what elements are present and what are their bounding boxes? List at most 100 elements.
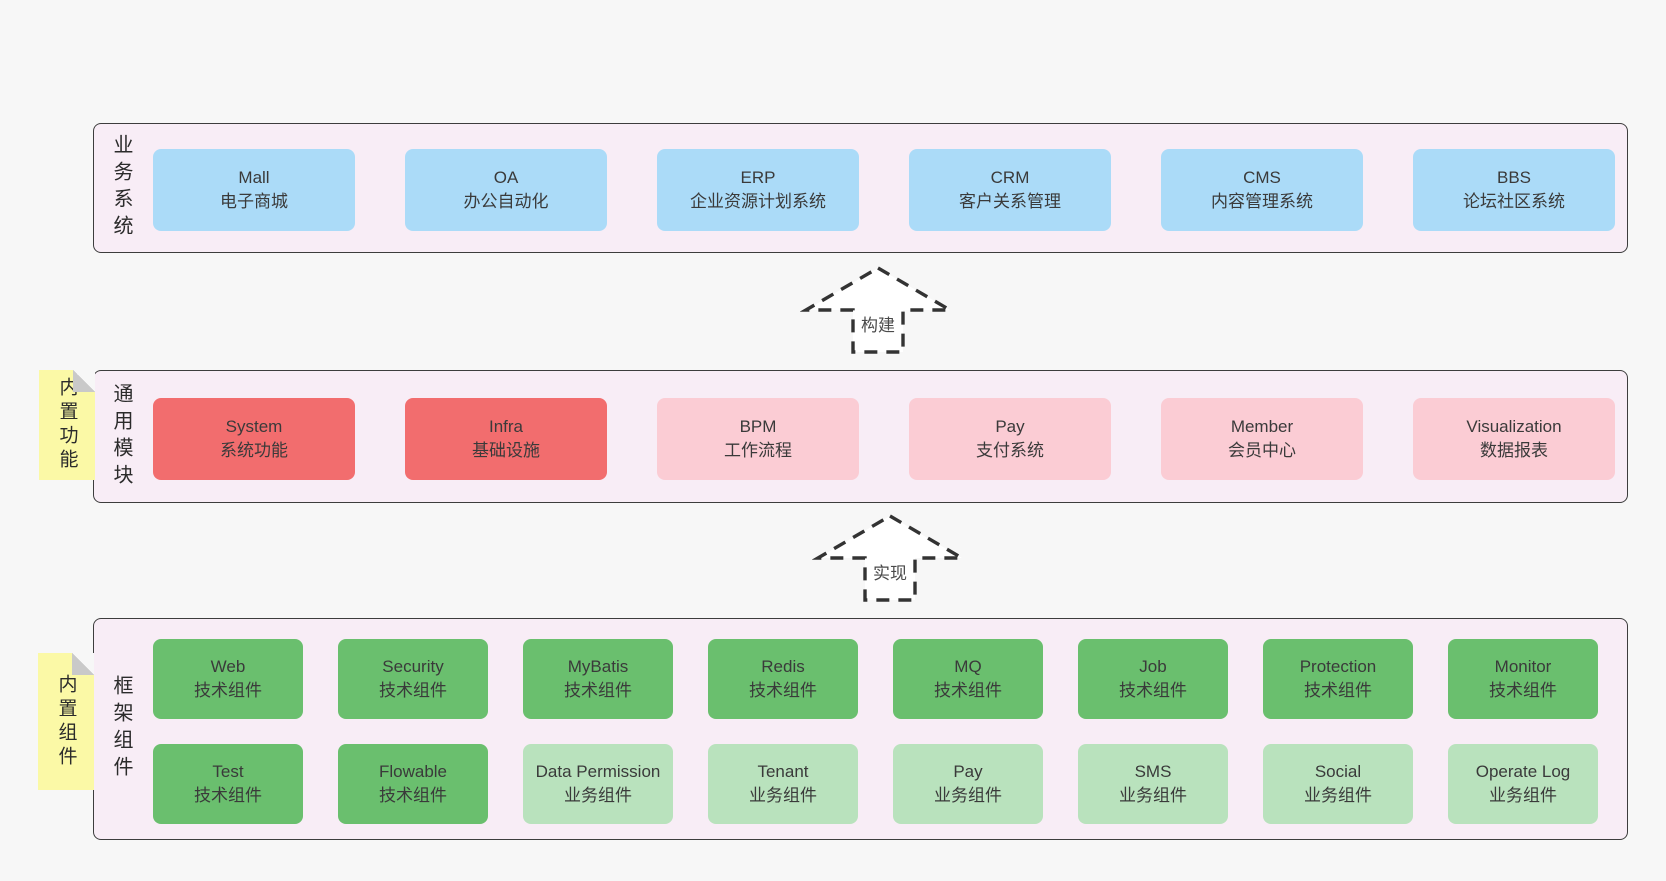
- builtin-features-note-text: 内置功能: [56, 377, 78, 473]
- box-subtitle: 内容管理系统: [1211, 192, 1313, 211]
- box-subtitle: 支付系统: [976, 441, 1044, 460]
- box-mybatis: MyBatis 技术组件: [523, 639, 673, 719]
- box-mq: MQ 技术组件: [893, 639, 1043, 719]
- note-fold-icon: [73, 370, 95, 392]
- box-title: Protection: [1299, 656, 1377, 676]
- note-fold-icon: [72, 653, 94, 675]
- implement-arrow-label: 实现: [871, 559, 909, 584]
- box-title: Operate Log: [1475, 761, 1571, 781]
- box-system: System 系统功能: [153, 398, 355, 480]
- box-title: ERP: [740, 167, 776, 187]
- box-subtitle: 工作流程: [724, 441, 792, 460]
- box-test: Test 技术组件: [153, 744, 303, 824]
- framework-components-panel: 框架组件 Web 技术组件 Security 技术组件 MyBatis 技术组件…: [93, 618, 1628, 840]
- box-title: Test: [212, 761, 244, 781]
- box-flowable: Flowable 技术组件: [338, 744, 488, 824]
- box-subtitle: 技术组件: [1119, 681, 1187, 700]
- box-bpm: BPM 工作流程: [657, 398, 859, 480]
- box-title: SMS: [1134, 761, 1172, 781]
- box-sms: SMS 业务组件: [1078, 744, 1228, 824]
- box-monitor: Monitor 技术组件: [1448, 639, 1598, 719]
- box-subtitle: 电子商城: [220, 192, 288, 211]
- box-title: Web: [210, 656, 246, 676]
- build-arrow-shape: [799, 266, 957, 354]
- box-subtitle: 技术组件: [379, 786, 447, 805]
- builtin-features-note: 内置功能: [39, 370, 95, 480]
- box-subtitle: 论坛社区系统: [1463, 192, 1565, 211]
- box-infra: Infra 基础设施: [405, 398, 607, 480]
- box-subtitle: 业务组件: [564, 786, 632, 805]
- box-title: Infra: [488, 416, 524, 436]
- box-cms: CMS 内容管理系统: [1161, 149, 1363, 231]
- box-title: CRM: [990, 167, 1030, 187]
- box-tenant: Tenant 业务组件: [708, 744, 858, 824]
- box-subtitle: 技术组件: [934, 681, 1002, 700]
- box-subtitle: 技术组件: [749, 681, 817, 700]
- box-title: Visualization: [1466, 416, 1562, 436]
- build-arrow-label: 构建: [859, 311, 897, 336]
- box-subtitle: 技术组件: [1489, 681, 1557, 700]
- common-modules-label: 通用模块: [110, 382, 132, 491]
- box-subtitle: 系统功能: [220, 441, 288, 460]
- box-subtitle: 办公自动化: [463, 192, 549, 211]
- box-social: Social 业务组件: [1263, 744, 1413, 824]
- box-security: Security 技术组件: [338, 639, 488, 719]
- framework-components-label: 框架组件: [110, 675, 132, 783]
- box-subtitle: 企业资源计划系统: [690, 192, 826, 211]
- box-subtitle: 基础设施: [472, 441, 540, 460]
- box-subtitle: 技术组件: [194, 786, 262, 805]
- box-subtitle: 技术组件: [379, 681, 447, 700]
- box-title: BPM: [739, 416, 777, 436]
- box-title: Tenant: [757, 761, 809, 781]
- box-title: Monitor: [1494, 656, 1552, 676]
- box-title: OA: [493, 167, 519, 187]
- box-title: MQ: [954, 656, 982, 676]
- box-visualization: Visualization 数据报表: [1413, 398, 1615, 480]
- box-subtitle: 技术组件: [1304, 681, 1372, 700]
- box-oa: OA 办公自动化: [405, 149, 607, 231]
- box-subtitle: 技术组件: [564, 681, 632, 700]
- box-crm: CRM 客户关系管理: [909, 149, 1111, 231]
- box-redis: Redis 技术组件: [708, 639, 858, 719]
- box-title: System: [225, 416, 283, 436]
- business-systems-panel: 业务系统 Mall 电子商城 OA 办公自动化 ERP 企业资源计划系统 CRM…: [93, 123, 1628, 253]
- box-operate-log: Operate Log 业务组件: [1448, 744, 1598, 824]
- box-data-permission: Data Permission 业务组件: [523, 744, 673, 824]
- box-title: Pay: [995, 416, 1025, 436]
- box-title: Job: [1139, 656, 1167, 676]
- box-subtitle: 数据报表: [1480, 441, 1548, 460]
- box-bbs: BBS 论坛社区系统: [1413, 149, 1615, 231]
- box-subtitle: 业务组件: [1304, 786, 1372, 805]
- build-arrow: 构建: [799, 260, 957, 356]
- box-title: Mall: [238, 167, 270, 187]
- implement-arrow: 实现: [811, 508, 969, 604]
- box-title: Member: [1230, 416, 1294, 436]
- box-erp: ERP 企业资源计划系统: [657, 149, 859, 231]
- box-pay-biz: Pay 业务组件: [893, 744, 1043, 824]
- business-systems-label: 业务系统: [110, 134, 132, 242]
- box-subtitle: 业务组件: [1489, 786, 1557, 805]
- box-mall: Mall 电子商城: [153, 149, 355, 231]
- box-title: CMS: [1243, 167, 1281, 187]
- box-subtitle: 业务组件: [1119, 786, 1187, 805]
- box-member: Member 会员中心: [1161, 398, 1363, 480]
- box-subtitle: 技术组件: [194, 681, 262, 700]
- box-title: Pay: [953, 761, 983, 781]
- builtin-components-note-text: 内置组件: [55, 673, 77, 770]
- box-title: BBS: [1496, 167, 1532, 187]
- box-subtitle: 业务组件: [934, 786, 1002, 805]
- box-pay: Pay 支付系统: [909, 398, 1111, 480]
- box-title: Redis: [761, 656, 805, 676]
- implement-arrow-shape: [811, 514, 969, 602]
- common-modules-panel: 通用模块 System 系统功能 Infra 基础设施 BPM 工作流程 Pay…: [93, 370, 1628, 503]
- box-title: Security: [382, 656, 444, 676]
- box-web: Web 技术组件: [153, 639, 303, 719]
- box-title: MyBatis: [567, 656, 629, 676]
- box-job: Job 技术组件: [1078, 639, 1228, 719]
- box-protection: Protection 技术组件: [1263, 639, 1413, 719]
- box-subtitle: 业务组件: [749, 786, 817, 805]
- box-title: Flowable: [378, 761, 448, 781]
- box-subtitle: 客户关系管理: [959, 192, 1061, 211]
- box-subtitle: 会员中心: [1228, 441, 1296, 460]
- builtin-components-note: 内置组件: [38, 653, 94, 790]
